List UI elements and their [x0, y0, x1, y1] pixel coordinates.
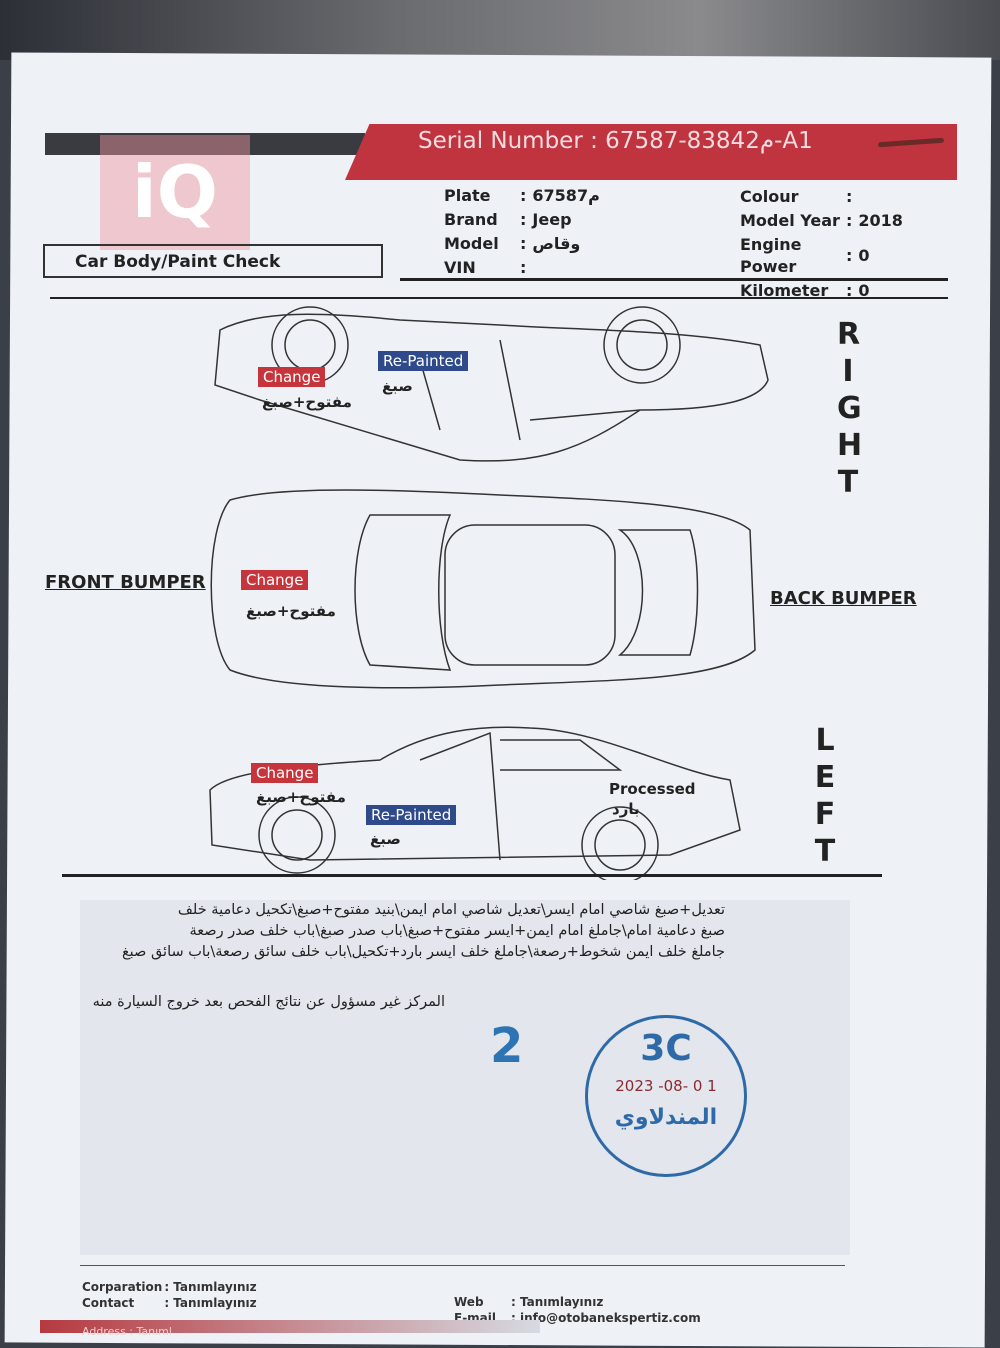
iq-logo-watermark: iQ	[100, 135, 250, 250]
car-left-side-view	[209, 726, 741, 880]
repainted-tag: Re-Painted	[366, 805, 457, 825]
label-front-bumper: FRONT BUMPER	[45, 572, 206, 593]
header-red-bar	[345, 124, 957, 180]
email-link[interactable]: info@otobanekspertiz.com	[519, 1311, 701, 1325]
vehicle-info-right: Colour: Model Year:2018 Engine Power:0 K…	[740, 187, 903, 300]
mark-note: مفتوح+صبغ	[262, 393, 352, 411]
mark-note: مفتوح+صبغ	[246, 602, 336, 620]
label-left: LEFT	[814, 723, 836, 869]
divider	[400, 278, 948, 281]
change-tag: Change	[258, 367, 326, 387]
divider	[80, 1265, 845, 1266]
mark-note: مفتوح+صبغ	[256, 788, 346, 806]
repainted-tag: Re-Painted	[378, 351, 469, 371]
header-dark-bar	[45, 133, 365, 155]
section-title: Car Body/Paint Check	[43, 244, 383, 278]
footer-right: Web: Tanımlayınız E-mail: info@otobaneks…	[454, 1295, 701, 1325]
note-line: جاملغ خلف ايمن شخوط+رصعة\جاملغ خلف ايسر …	[121, 944, 725, 960]
car-diagrams	[209, 306, 769, 880]
stamp-name: المندلاوي	[614, 1105, 718, 1130]
processed-tag: Processed	[609, 780, 696, 798]
car-right-side-view	[214, 306, 769, 462]
footer-left: Corparation: Tanımlayınız Contact: Tanım…	[82, 1280, 257, 1310]
vehicle-info-left: Plate:م67587 Brand:Jeep Model:وقاص VIN:	[444, 186, 600, 277]
divider	[50, 297, 948, 299]
stamp-date: 2023 -08- 0 1	[615, 1077, 717, 1095]
inspection-stamp: 3C 2023 -08- 0 1 المندلاوي	[585, 1015, 747, 1177]
disclaimer: المركز غير مسؤول عن نتائج الفحص بعد خروج…	[92, 994, 445, 1010]
handwritten-number: 2	[490, 1018, 524, 1074]
change-tag: Change	[251, 763, 319, 783]
label-right: RIGHT	[837, 317, 863, 500]
stamp-code: 3C	[640, 1028, 692, 1069]
mark-note: صبغ	[382, 377, 413, 395]
divider	[62, 874, 882, 877]
change-tag: Change	[241, 570, 309, 590]
label-back-bumper: BACK BUMPER	[770, 588, 917, 609]
footer-address-bar: Address : Tanıml	[40, 1320, 540, 1338]
note-line: تعديل+صبغ شاصي امام ايسر\تعديل شاصي امام…	[177, 902, 725, 918]
note-line: صبغ دعامية امام\جاملغ امام ايمن+ايسر مفت…	[189, 923, 725, 939]
serial-number: Serial Number : م83842-67587-A1	[418, 128, 813, 154]
car-top-view	[210, 489, 756, 689]
mark-note: بارد	[612, 800, 640, 818]
mark-note: صبغ	[370, 830, 401, 848]
photo-background	[0, 0, 1000, 60]
